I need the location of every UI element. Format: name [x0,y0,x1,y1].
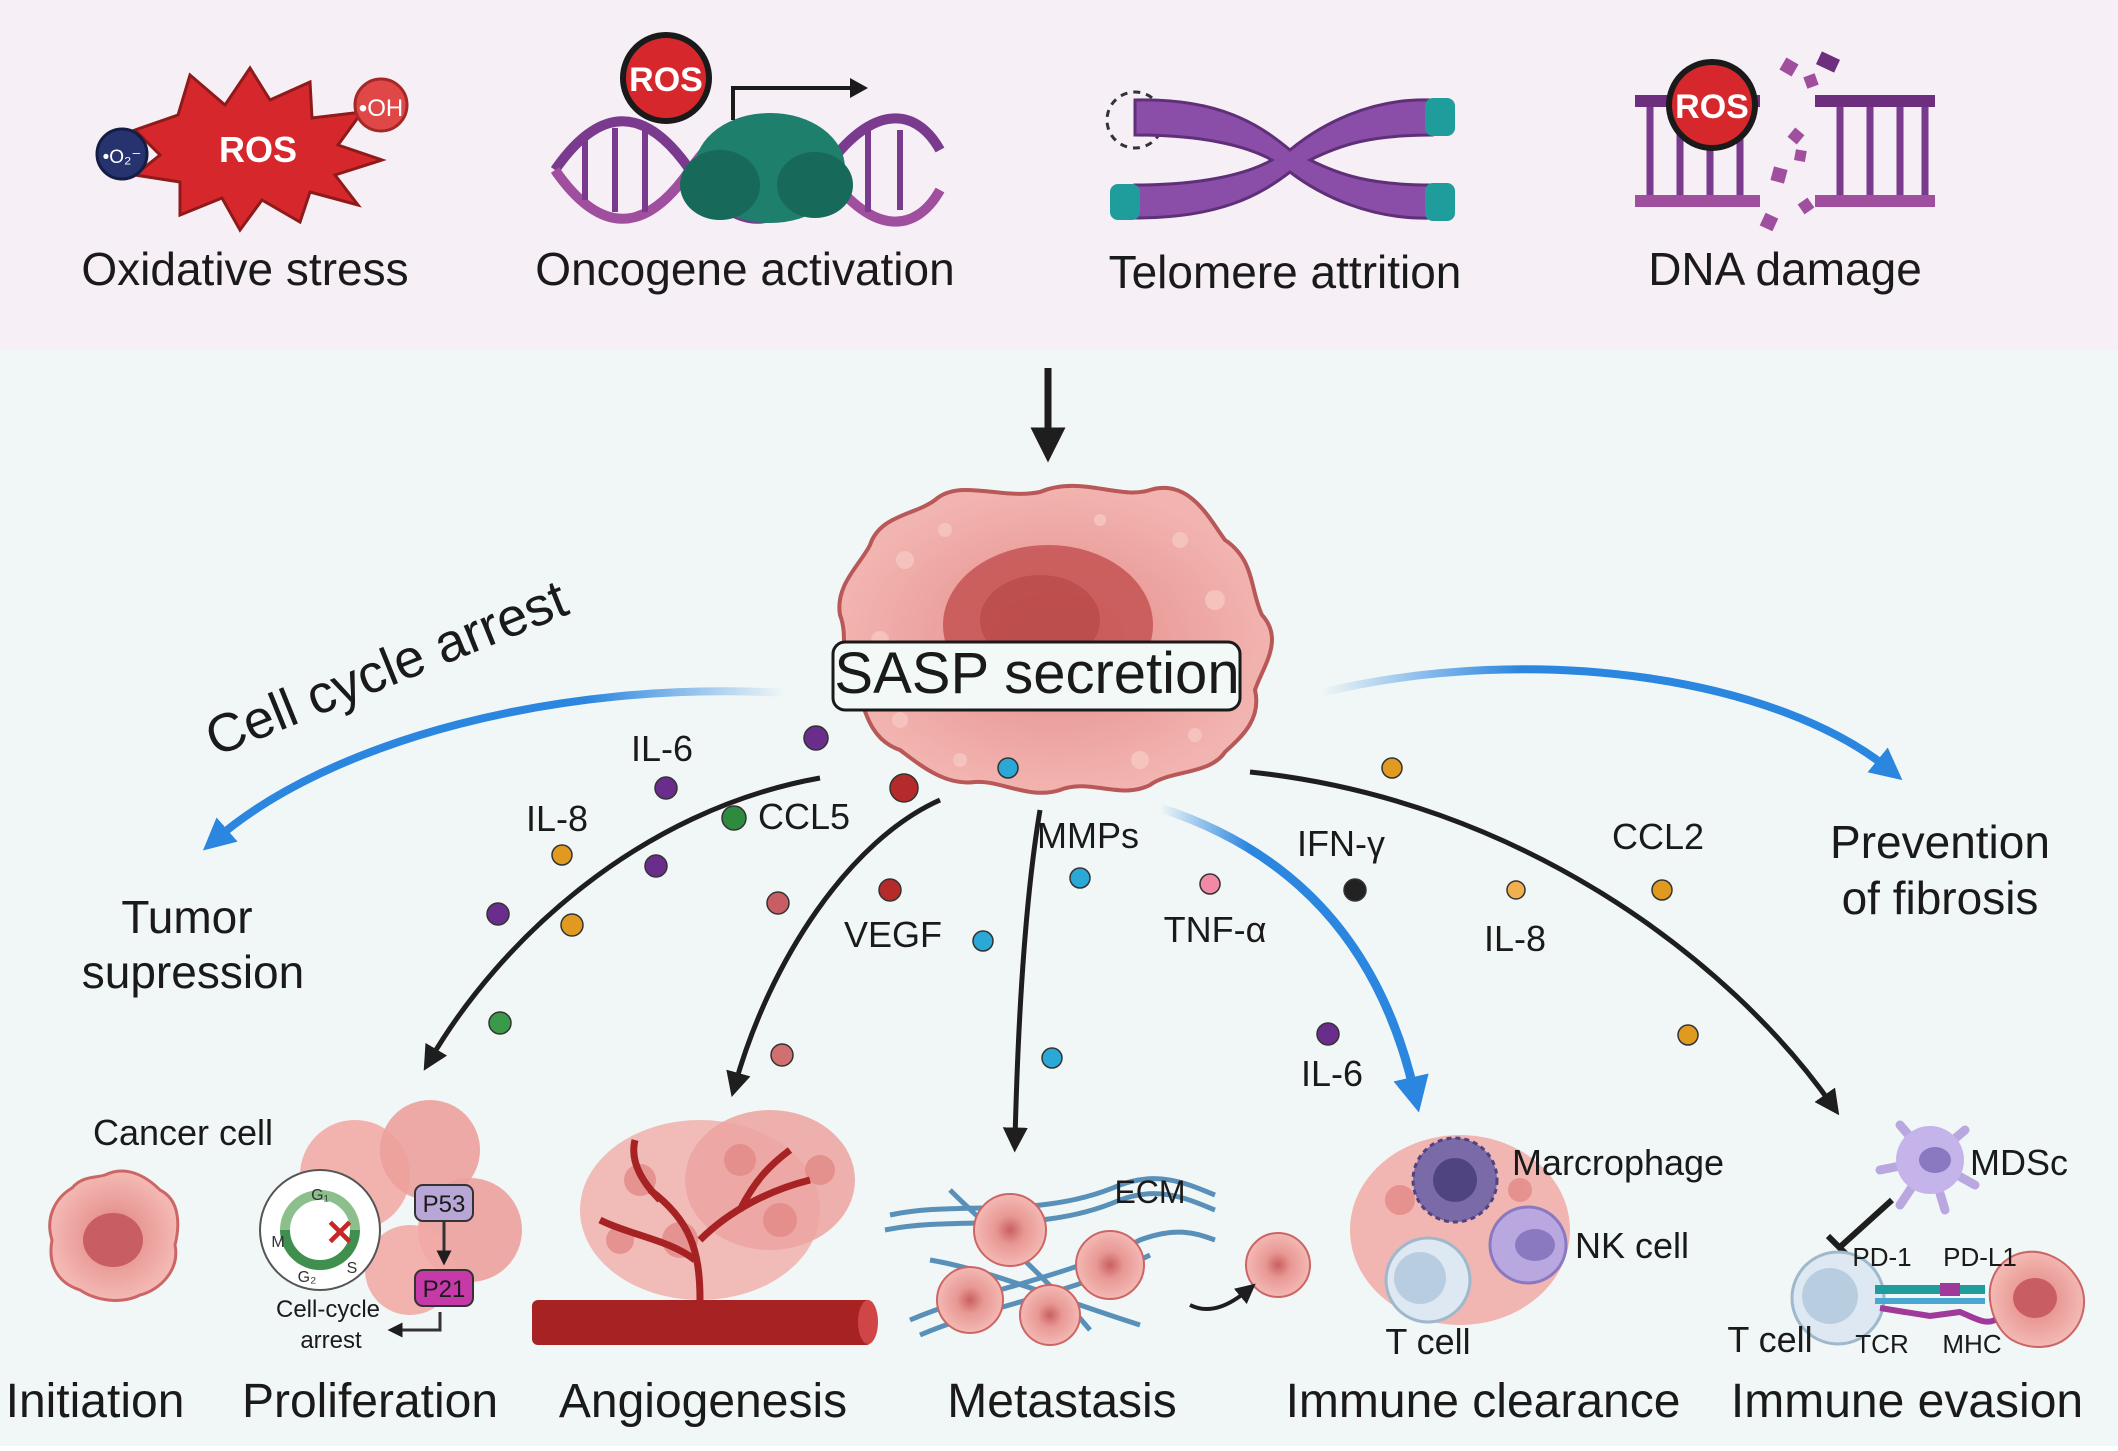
cell-cycle-arrest-small-line1: Cell-cycle [276,1296,380,1323]
senescent-cell [837,483,1274,795]
factor-il8-b: IL-8 [1484,918,1546,959]
immune-clearance-icon [1350,1135,1570,1325]
superoxide-label: •O₂⁻ [103,147,142,168]
metastasis-arrow [1002,809,1043,1153]
mdsc-label: MDSc [1970,1142,2068,1183]
factor-ifng: IFN-γ [1297,823,1385,864]
sasp-factor-dots [486,725,1699,1069]
dna-damage-icon: ROS [1635,51,1935,232]
fibrosis-line1: Prevention [1830,816,2050,868]
angiogenesis-arrow [726,797,942,1098]
clearance-arrow [1158,803,1429,1113]
factor-ccl5: CCL5 [758,796,850,837]
top-panel-bg [0,0,2118,350]
sasp-label-box [831,640,1242,712]
phase-m: M [271,1234,284,1251]
tumor-suppression-line1: Tumor [121,891,252,943]
factor-vegf: VEGF [844,914,942,955]
fibrosis-line2: of fibrosis [1842,872,2039,924]
telomere-chromosome-icon [1105,90,1455,221]
ecm-label: ECM [1114,1174,1185,1210]
ros-label: ROS [219,129,297,170]
immune-evasion-icon [1790,1120,2086,1348]
oh-radical-label: •OH [359,95,403,122]
phase-g1: G₁ [311,1187,329,1204]
factor-mmps: MMPs [1037,815,1139,856]
nk-cell-label: NK cell [1575,1225,1689,1266]
oncogene-dna-icon: ROS [550,32,945,227]
p53-label: P53 [423,1191,466,1218]
cycle-block-icon: ✕ [325,1212,355,1253]
pdl1-label: PD-L1 [1943,1242,2017,1272]
evasion-arrow [1249,769,1840,1116]
oxidative-stress-icon: ROS •OH •O₂⁻ [95,65,409,233]
sasp-secretion-label: SASP secretion [834,641,1239,706]
cell-cycle-arrest-arrow [202,687,786,851]
tumor-suppression-line2: supression [82,946,304,998]
cell-cycle-arrest-small-line2: arrest [300,1327,362,1354]
factor-il8-a: IL-8 [526,798,588,839]
ros-oncogene-label: ROS [629,61,703,99]
outcome-proliferation: Proliferation [242,1375,498,1428]
oxidative-stress-label: Oxidative stress [81,243,408,295]
macrophage-label: Marcrophage [1512,1142,1724,1183]
metastasis-icon [884,1176,1311,1346]
pd1-label: PD-1 [1852,1242,1911,1272]
outcome-angiogenesis: Angiogenesis [559,1375,847,1428]
p21-label: P21 [423,1276,466,1303]
factor-il6-a: IL-6 [631,728,693,769]
telomere-attrition-label: Telomere attrition [1109,246,1462,298]
phase-g2: G₂ [298,1269,317,1286]
outcome-immune-clearance: Immune clearance [1286,1375,1681,1428]
angiogenesis-icon [532,1110,878,1345]
factor-ccl2: CCL2 [1612,816,1704,857]
outcome-immune-evasion: Immune evasion [1731,1375,2083,1428]
tcr-label: TCR [1855,1329,1908,1359]
factor-tnfa: TNF-α [1164,909,1267,950]
t-cell-evasion-label: T cell [1727,1319,1812,1360]
mhc-label: MHC [1942,1329,2001,1359]
cancer-cell-label: Cancer cell [93,1112,273,1153]
t-cell-clearance-label: T cell [1385,1321,1470,1362]
proliferation-arrow [423,775,821,1071]
oncogene-activation-label: Oncogene activation [535,243,954,295]
outcome-metastasis: Metastasis [947,1375,1176,1428]
ros-dna-label: ROS [1675,88,1749,126]
dna-damage-label: DNA damage [1648,243,1922,295]
factor-il6-b: IL-6 [1301,1053,1363,1094]
proliferation-icon: ✕ G₁ M G₂ S P53 P21 [259,1100,522,1338]
phase-s: S [347,1260,358,1277]
fibrosis-arrow [1319,665,1903,781]
outcome-initiation: Initiation [6,1375,185,1428]
cancer-cell-icon [48,1169,180,1302]
